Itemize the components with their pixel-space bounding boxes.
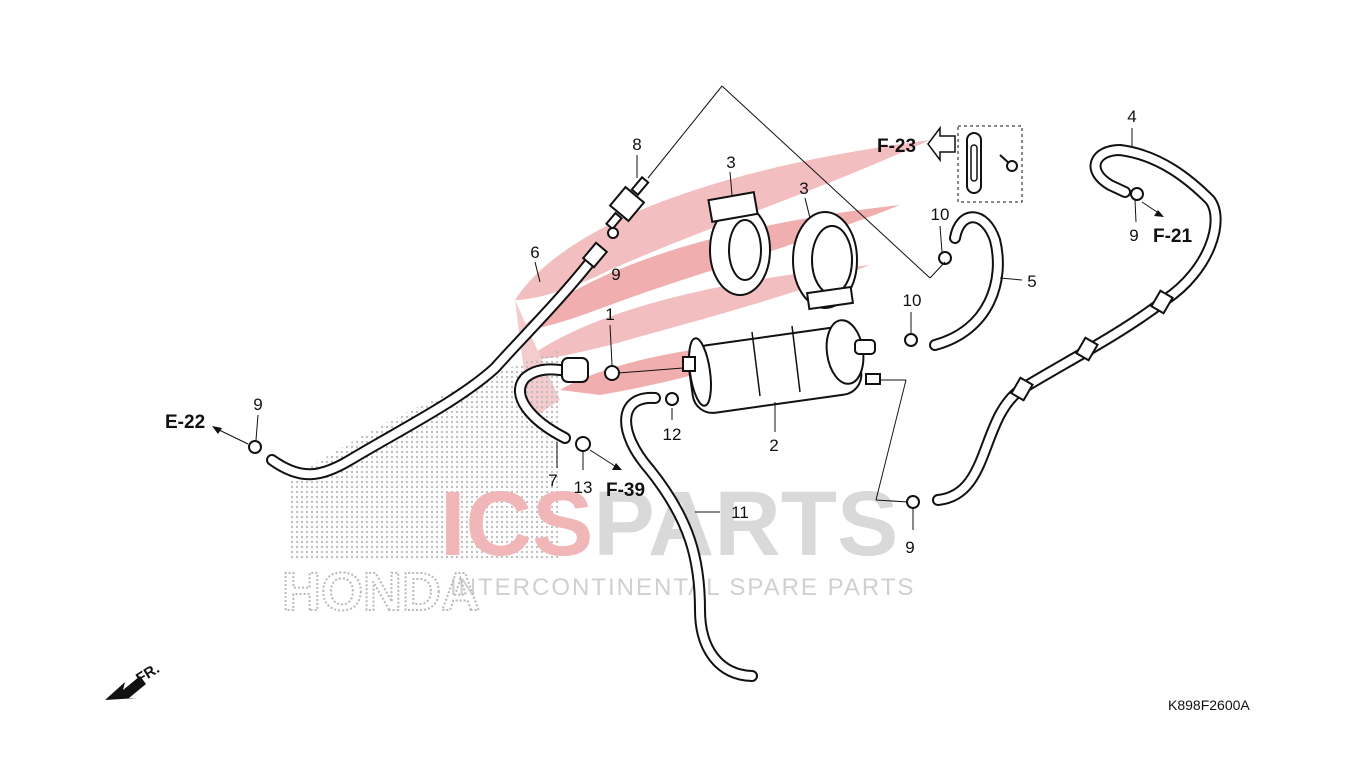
callout-10-top: 10 xyxy=(931,205,950,224)
reference-labels: E-22 F-23 F-21 F-39 xyxy=(165,136,1193,501)
clip-10-mid xyxy=(904,333,918,347)
svg-text:ICSPARTS: ICSPARTS xyxy=(440,473,898,575)
watermark: ICSPARTS INTERCONTINENTAL SPARE PARTS HO… xyxy=(281,140,930,623)
clip-9-bottom xyxy=(906,495,920,509)
clip-9-left xyxy=(248,440,262,454)
callouts: 8 3 3 4 5 6 9 1 10 10 9 9 12 2 7 13 11 9 xyxy=(253,107,1138,557)
clip-10-top xyxy=(938,251,952,265)
part-3-band-right xyxy=(792,211,858,311)
clip-9-top xyxy=(607,227,619,239)
arrow-e22-icon xyxy=(212,426,249,445)
callout-11: 11 xyxy=(731,503,749,522)
part-2-canister xyxy=(682,319,881,414)
ref-f21: F-21 xyxy=(1153,226,1193,247)
callout-5: 5 xyxy=(1027,272,1036,291)
watermark-brand-left: ICS xyxy=(440,473,593,575)
callout-1: 1 xyxy=(605,305,614,324)
callout-3b: 3 xyxy=(799,179,808,198)
part-4-hose xyxy=(932,144,1222,506)
callout-12: 12 xyxy=(663,425,682,444)
ref-e22: E-22 xyxy=(165,412,205,433)
front-arrow-icon xyxy=(105,676,146,700)
callout-9-left: 9 xyxy=(253,395,262,414)
callout-13: 13 xyxy=(574,478,593,497)
arrow-f21-icon xyxy=(1141,201,1164,217)
part-7-hose xyxy=(514,357,589,444)
clip-1 xyxy=(604,365,620,381)
arrow-f23-icon xyxy=(927,125,956,163)
callout-10-mid: 10 xyxy=(903,291,922,310)
part-11-hose xyxy=(620,391,758,682)
part-5-hose xyxy=(929,211,1004,351)
watermark-brand-right: PARTS xyxy=(593,473,898,575)
leader-lines xyxy=(255,85,1137,530)
callout-8: 8 xyxy=(632,135,641,154)
watermark-tagline: INTERCONTINENTAL SPARE PARTS xyxy=(450,574,915,601)
drawing-code: K898F2600A xyxy=(1168,697,1250,713)
screw-icon xyxy=(999,154,1018,172)
part-3-band-left xyxy=(707,191,771,296)
callout-6: 6 xyxy=(530,243,539,262)
clip-13 xyxy=(575,436,591,452)
clip-12 xyxy=(665,392,679,406)
watermark-maker: HONDA xyxy=(282,562,480,622)
clips xyxy=(248,187,1144,509)
clip-9-right xyxy=(1130,187,1144,201)
callout-9-bottom: 9 xyxy=(905,538,914,557)
ref-f39: F-39 xyxy=(606,480,645,501)
reference-arrows xyxy=(105,125,1164,700)
callout-9-top: 9 xyxy=(611,265,620,284)
part-6-hose xyxy=(266,241,609,481)
ref-f23: F-23 xyxy=(877,136,916,157)
part-8-valve xyxy=(605,175,650,231)
dotted-wing-watermark xyxy=(290,350,560,560)
bracket-detail xyxy=(957,125,1023,203)
callout-7: 7 xyxy=(548,471,557,490)
callout-4: 4 xyxy=(1127,107,1136,126)
callout-3a: 3 xyxy=(726,153,735,172)
callout-2: 2 xyxy=(769,436,778,455)
callout-9-right: 9 xyxy=(1129,226,1138,245)
arrow-f39-icon xyxy=(589,449,622,470)
